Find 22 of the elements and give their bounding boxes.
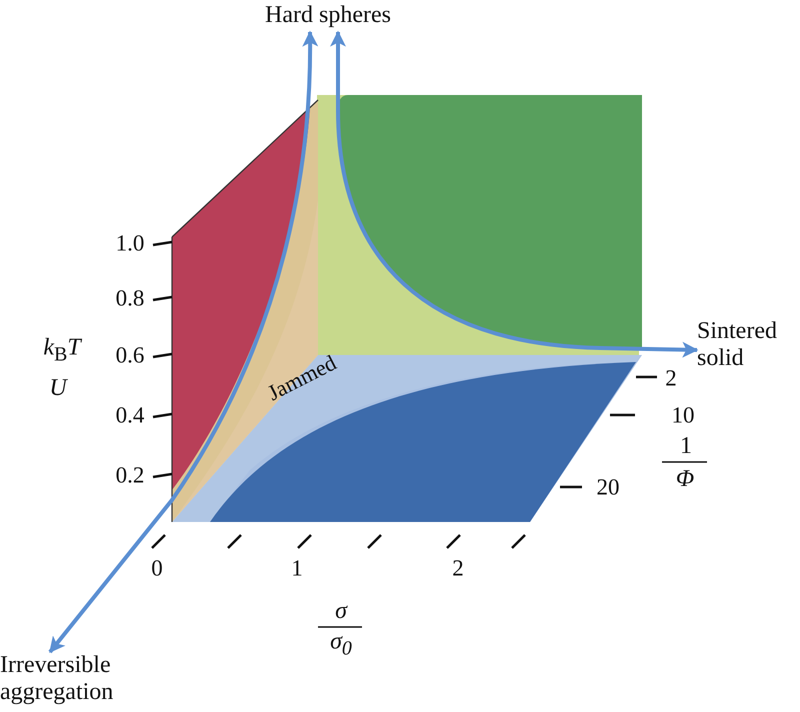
axis-label: Φ xyxy=(676,467,694,491)
phase-label: Irreversible aggregation xyxy=(0,652,150,706)
tick-label: 2 xyxy=(452,556,464,580)
axis-label: σ xyxy=(335,599,347,623)
tick-label: 0.2 xyxy=(116,464,144,486)
tick-label: 0.8 xyxy=(116,286,144,310)
phase-label: Sintered solid xyxy=(697,318,797,372)
tick-label: 2 xyxy=(665,366,677,390)
tick-label: 10 xyxy=(672,404,694,426)
arrow xyxy=(48,30,318,654)
axis-label: 1 xyxy=(680,434,692,458)
phase-label: Hard spheres xyxy=(258,2,398,29)
axis-label: k$_{B}$T xyxy=(43,336,81,364)
tick-label: 0 xyxy=(151,556,163,580)
arrow xyxy=(330,30,698,358)
tick-label: 1 xyxy=(291,556,303,580)
tick-label: 1.0 xyxy=(116,232,144,254)
axis-label: σ$_{0}$ xyxy=(330,630,352,658)
tick-label: 20 xyxy=(596,476,620,498)
axis-label: U xyxy=(49,376,67,400)
tick-label: 0.6 xyxy=(116,344,144,366)
tick-label: 0.4 xyxy=(116,404,144,426)
